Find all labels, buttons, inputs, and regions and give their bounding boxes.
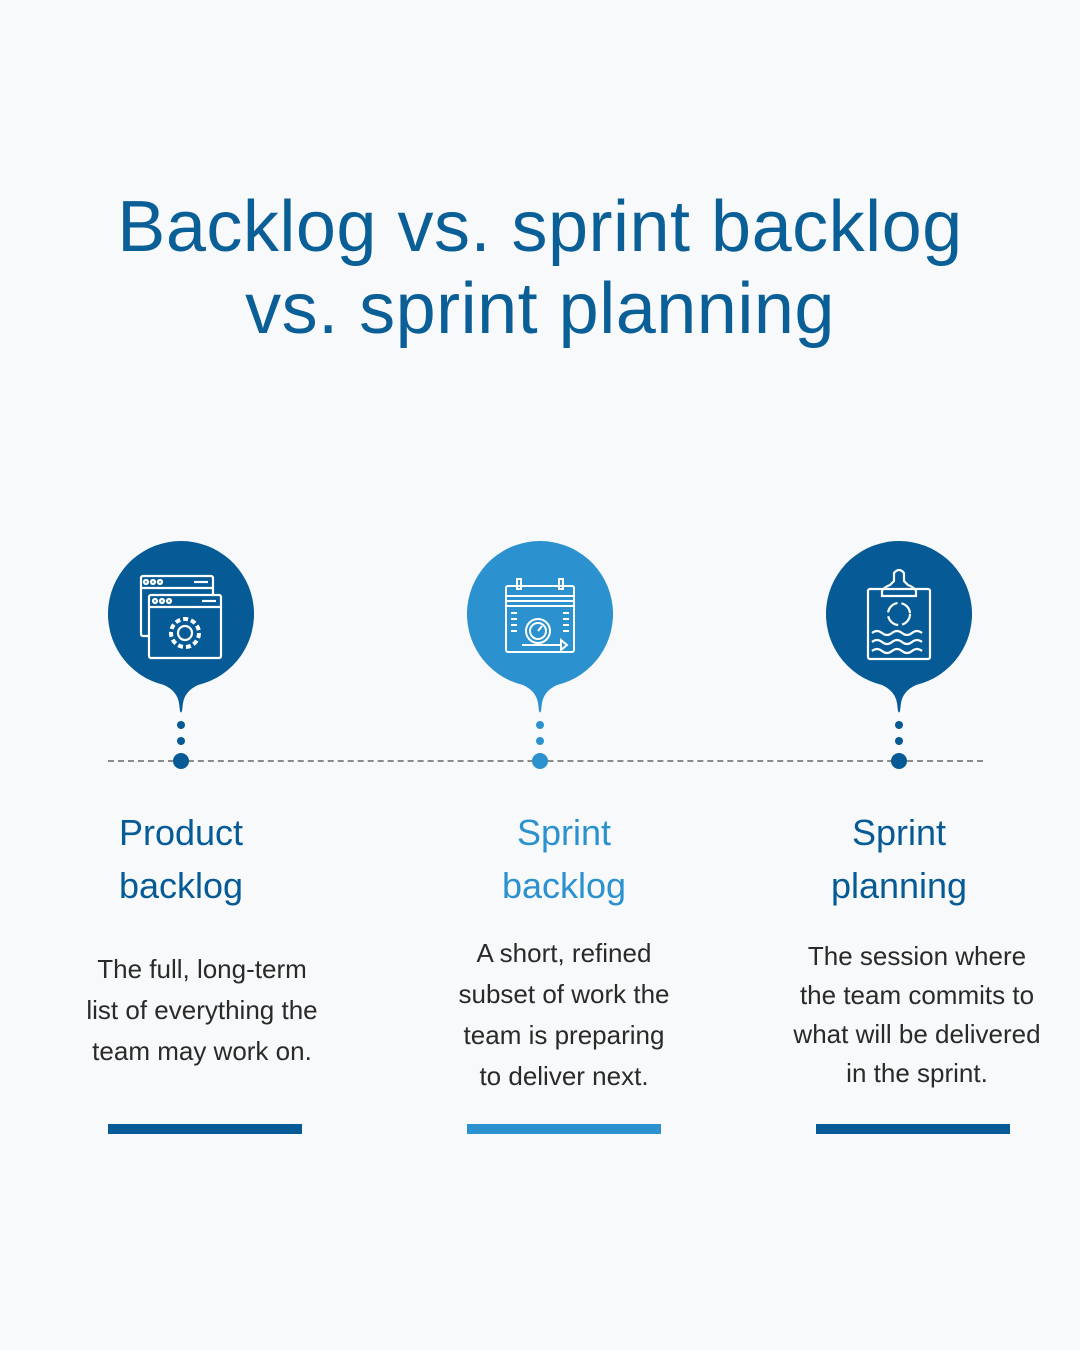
desc-product-backlog: The full, long-term list of everything t…: [32, 949, 372, 1072]
page-title: Backlog vs. sprint backlog vs. sprint pl…: [0, 186, 1080, 350]
desc-line: list of everything the: [86, 995, 318, 1025]
heading-line: Sprint: [516, 812, 612, 853]
clipboard-cycle-icon: [826, 541, 972, 769]
desc-sprint-planning: The session where the team commits to wh…: [747, 937, 1080, 1093]
desc-line: to deliver next.: [479, 1061, 649, 1091]
desc-sprint-backlog: A short, refined subset of work the team…: [394, 933, 734, 1097]
desc-line: subset of work the: [458, 979, 670, 1009]
desc-line: what will be delivered: [793, 1019, 1041, 1049]
title-line-2: vs. sprint planning: [245, 269, 835, 349]
heading-product-backlog: Product backlog: [31, 806, 331, 912]
heading-line: Sprint: [851, 812, 947, 853]
heading-sprint-backlog: Sprint backlog: [414, 806, 714, 912]
pin-sprint-planning: [826, 541, 972, 771]
accent-bar-product-backlog: [108, 1124, 302, 1134]
desc-line: The session where: [807, 941, 1027, 971]
desc-line: team is preparing: [463, 1020, 665, 1050]
desc-line: team may work on.: [92, 1036, 312, 1066]
accent-bar-sprint-backlog: [467, 1124, 661, 1134]
calendar-stopwatch-icon: [467, 541, 613, 769]
pin-product-backlog: [108, 541, 254, 771]
heading-line: Product: [118, 812, 244, 853]
heading-line: planning: [830, 865, 968, 906]
desc-line: the team commits to: [799, 980, 1035, 1010]
desc-line: A short, refined: [476, 938, 652, 968]
desc-line: The full, long-term: [97, 954, 307, 984]
desc-line: in the sprint.: [846, 1058, 988, 1088]
pin-sprint-backlog: [467, 541, 613, 771]
title-line-1: Backlog vs. sprint backlog: [117, 187, 963, 267]
heading-line: backlog: [118, 865, 244, 906]
browser-windows-gear-icon: [108, 541, 254, 769]
heading-sprint-planning: Sprint planning: [749, 806, 1049, 912]
accent-bar-sprint-planning: [816, 1124, 1010, 1134]
heading-line: backlog: [501, 865, 627, 906]
